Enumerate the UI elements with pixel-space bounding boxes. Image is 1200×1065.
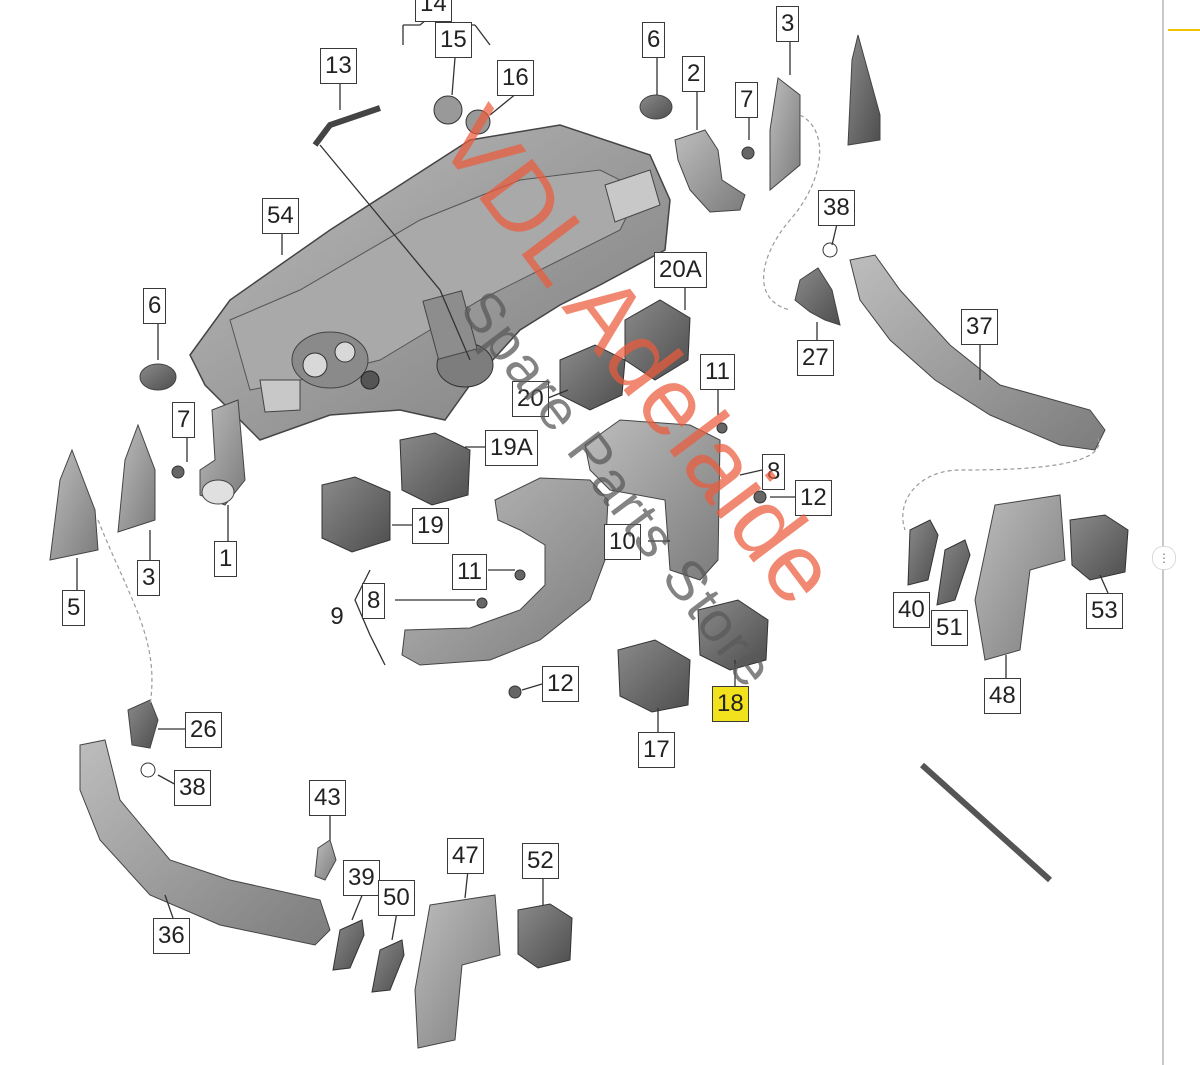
callout-27[interactable]: 27 [797, 340, 834, 376]
vent-part-39-50 [332, 919, 405, 993]
top-accent-bar [1168, 29, 1200, 31]
callout-26[interactable]: 26 [185, 712, 222, 748]
bracket-part-26 [127, 699, 159, 749]
trim-part-43 [314, 839, 337, 881]
callout-52[interactable]: 52 [522, 843, 559, 879]
duct-part-1 [199, 399, 246, 506]
callout-53[interactable]: 53 [1086, 593, 1123, 629]
vent-part-17 [617, 639, 691, 713]
vent-part-18 [697, 599, 769, 671]
callout-1[interactable]: 1 [214, 541, 238, 577]
duct-part-9 [401, 477, 609, 666]
vent-part-19A [399, 432, 471, 506]
duct-part-37 [849, 254, 1106, 451]
callout-51[interactable]: 51 [931, 610, 968, 646]
vent-part-19 [321, 476, 391, 553]
diagonal-rule [919, 762, 1053, 883]
trim-part-3-left [117, 423, 156, 533]
callout-43[interactable]: 43 [309, 780, 346, 816]
callout-8-mid[interactable]: 8 [362, 583, 386, 619]
cap-part-6-top [639, 94, 673, 120]
callout-12-mid[interactable]: 12 [542, 666, 579, 702]
callout-15[interactable]: 15 [435, 22, 472, 58]
vent-part-20 [559, 344, 626, 411]
callout-17[interactable]: 17 [638, 732, 675, 768]
callout-38-top[interactable]: 38 [818, 190, 855, 226]
vent-part-53 [1069, 514, 1129, 581]
callout-12-right[interactable]: 12 [795, 480, 832, 516]
duct-part-36 [79, 739, 331, 946]
vent-part-40-51 [907, 519, 971, 606]
callout-2[interactable]: 2 [682, 56, 706, 92]
resize-handle-icon[interactable]: ⋮ [1152, 546, 1176, 570]
duct-part-2 [674, 129, 746, 213]
dashboard-part-54 [189, 124, 671, 441]
trim-part-3-right [769, 77, 801, 192]
callout-3-right[interactable]: 3 [776, 6, 800, 42]
duct-part-10 [584, 419, 721, 581]
callout-20[interactable]: 20 [512, 381, 549, 417]
callout-11-top[interactable]: 11 [700, 354, 735, 390]
callout-6-left[interactable]: 6 [143, 288, 167, 324]
trim-part-3-far [847, 34, 881, 146]
callout-10[interactable]: 10 [604, 524, 641, 560]
callout-18[interactable]: 18 [712, 686, 749, 722]
callout-36[interactable]: 36 [153, 918, 190, 954]
diagram-drawing [49, 14, 1129, 1049]
callout-48[interactable]: 48 [984, 678, 1021, 714]
fasteners [140, 95, 838, 778]
callout-13[interactable]: 13 [320, 48, 357, 84]
panel-divider [1162, 0, 1164, 1065]
callout-9[interactable]: 9 [330, 603, 344, 630]
vent-part-52 [517, 903, 573, 969]
callout-11-mid[interactable]: 11 [452, 554, 487, 590]
callout-50[interactable]: 50 [378, 880, 415, 916]
callout-7-top[interactable]: 7 [735, 82, 759, 118]
callout-54[interactable]: 54 [262, 198, 299, 234]
callout-8-right[interactable]: 8 [762, 454, 786, 490]
callout-7-left[interactable]: 7 [172, 402, 196, 438]
callout-6-top[interactable]: 6 [642, 22, 666, 58]
callout-5[interactable]: 5 [62, 590, 86, 626]
callout-19[interactable]: 19 [412, 508, 449, 544]
callout-19A[interactable]: 19A [485, 430, 538, 466]
duct-part-48 [974, 494, 1066, 661]
callout-16[interactable]: 16 [497, 60, 534, 96]
callout-37[interactable]: 37 [961, 309, 998, 345]
callout-39[interactable]: 39 [343, 860, 380, 896]
callout-38-bottom[interactable]: 38 [174, 770, 211, 806]
callout-47[interactable]: 47 [447, 838, 484, 874]
trim-part-5 [49, 448, 99, 561]
callout-40[interactable]: 40 [893, 592, 930, 628]
duct-part-47 [414, 894, 501, 1049]
callout-3-left[interactable]: 3 [137, 560, 161, 596]
bracket-part-27 [794, 267, 841, 326]
cap-part-6-left [139, 363, 177, 391]
harness-lines [97, 114, 1100, 706]
leader-lines [76, 14, 1109, 941]
callout-14[interactable]: 14 [415, 0, 452, 22]
callout-20A[interactable]: 20A [654, 252, 707, 288]
